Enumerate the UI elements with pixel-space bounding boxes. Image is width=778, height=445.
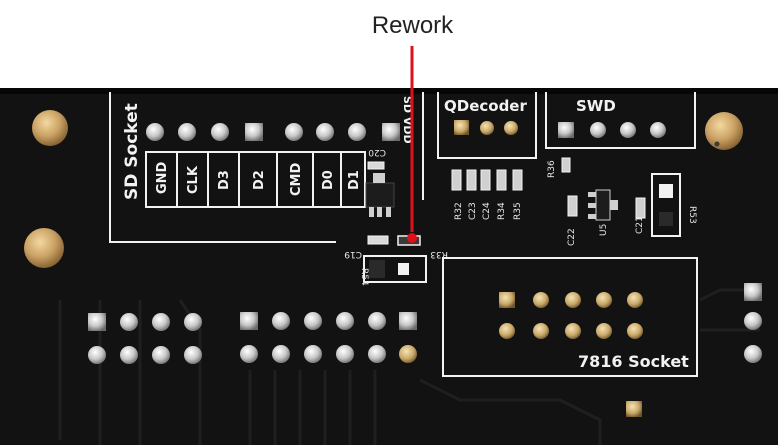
- ref-r54: R54: [359, 268, 369, 286]
- ref-r34: R34: [497, 202, 507, 220]
- ref-r33: R33: [430, 249, 448, 259]
- test-pad: [626, 401, 642, 417]
- ref-c19: C19: [344, 249, 362, 259]
- sd-socket-title: SD Socket: [122, 103, 142, 200]
- ref-r35: R35: [513, 202, 523, 220]
- qdecoder-outline: [437, 92, 537, 159]
- ref-c20: C20: [368, 147, 386, 157]
- sd-pin-label-gnd: GND: [155, 161, 170, 194]
- qdecoder-pin-2: [480, 121, 494, 135]
- sd-pin-label-cmd: CMD: [289, 163, 304, 196]
- qdecoder-pin-3: [504, 121, 518, 135]
- pcb-edge-shadow: [0, 88, 778, 94]
- sd-socket-outline: [109, 92, 336, 243]
- regulator-leads: [369, 173, 391, 217]
- swd-outline: [545, 92, 696, 149]
- cap-c20: [367, 161, 385, 170]
- resistor-r53: [651, 173, 681, 237]
- sd-pin-label-d0: D0: [321, 170, 336, 190]
- header-right-pins: [240, 312, 417, 363]
- u5-body: [595, 189, 611, 221]
- sd-pin-row: [146, 123, 400, 141]
- right-edge-pins: [744, 283, 762, 363]
- ref-r36: R36: [547, 160, 557, 178]
- ref-c24: C24: [482, 202, 492, 220]
- via-top-right: [714, 141, 720, 147]
- resistor-r54: [363, 255, 427, 283]
- sd-pin-label-clk: CLK: [186, 165, 201, 194]
- ref-c22: C22: [567, 228, 577, 246]
- mounting-hole-top-left: [32, 110, 68, 146]
- ref-r32: R32: [454, 202, 464, 220]
- rework-arrow-dot: [407, 233, 417, 243]
- ref-r53: R53: [687, 206, 697, 224]
- socket-7816-outline: [442, 257, 698, 377]
- ref-u5: U5: [599, 224, 609, 236]
- header-left-pins: [88, 313, 202, 364]
- mounting-hole-top-right: [705, 112, 743, 150]
- sd-pin-label-d3: D3: [217, 170, 232, 190]
- ref-c23: C23: [468, 202, 478, 220]
- swd-title: SWD: [576, 97, 616, 115]
- mounting-hole-mid-left: [24, 228, 64, 268]
- rework-label: Rework: [371, 12, 454, 39]
- cap-c19: [367, 235, 389, 245]
- cap-c21: [635, 197, 646, 219]
- sd-pin-label-boxes: [145, 151, 366, 208]
- pcb-board: [0, 88, 778, 445]
- qdecoder-pin-1: [454, 120, 469, 135]
- sd-pin-label-d1: D1: [347, 170, 362, 190]
- regulator-body: [365, 182, 395, 208]
- ref-c21: C21: [635, 216, 645, 234]
- swd-pins: [558, 122, 666, 138]
- cap-c22: [567, 195, 578, 217]
- sd-pin-label-d2: D2: [252, 170, 267, 190]
- socket-7816-pins: [499, 292, 643, 339]
- smd-cluster: [451, 157, 571, 191]
- qdecoder-title: QDecoder: [444, 97, 527, 115]
- u5-leads: [588, 192, 618, 219]
- copper-traces: [58, 288, 760, 445]
- socket-7816-title: 7816 Socket: [578, 352, 689, 371]
